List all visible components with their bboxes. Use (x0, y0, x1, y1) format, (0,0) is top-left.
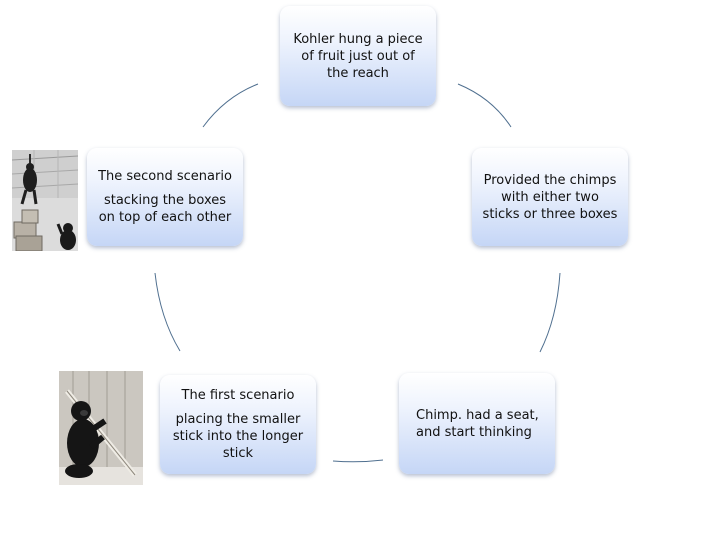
chimpanzee-icon (59, 371, 143, 485)
node-text-line: placing the smaller (175, 412, 301, 427)
chimp-stacking-boxes-photo (12, 150, 78, 251)
node-text-line: stacking the boxes (103, 193, 227, 208)
node-text-line: the reach (327, 65, 389, 81)
connector-top-right (457, 83, 512, 128)
connector-top-left (202, 83, 259, 128)
cycle-node-first-scenario: The first scenario placing the smaller s… (160, 375, 316, 474)
cycle-node-tools: Provided the chimps with either two stic… (472, 148, 628, 246)
node-text-line: Provided the chimps (483, 172, 617, 188)
node-text-line: stick into the longer (172, 429, 304, 444)
connector-left (154, 272, 181, 352)
node-heading: The first scenario (181, 388, 295, 403)
cycle-node-thinking: Chimp. had a seat, and start thinking (399, 373, 555, 474)
node-text-line: with either two (501, 189, 599, 205)
node-text-line: and start thinking (416, 424, 532, 440)
node-text-line: sticks or three boxes (482, 206, 618, 222)
connector-right (539, 272, 561, 353)
chimp-with-sticks-photo (59, 371, 143, 485)
cycle-node-fruit: Kohler hung a piece of fruit just out of… (280, 6, 436, 106)
node-text-line: of fruit just out of (301, 48, 415, 64)
node-text-line: stick (222, 446, 254, 461)
chimpanzee-icon (12, 150, 78, 251)
node-heading: The second scenario (98, 169, 232, 184)
cycle-node-second-scenario: The second scenario stacking the boxes o… (87, 148, 243, 246)
node-text-line: Kohler hung a piece (293, 31, 423, 47)
node-text-line: on top of each other (98, 210, 232, 225)
connector-bottom (332, 459, 384, 463)
node-text-line: Chimp. had a seat, (416, 407, 539, 423)
